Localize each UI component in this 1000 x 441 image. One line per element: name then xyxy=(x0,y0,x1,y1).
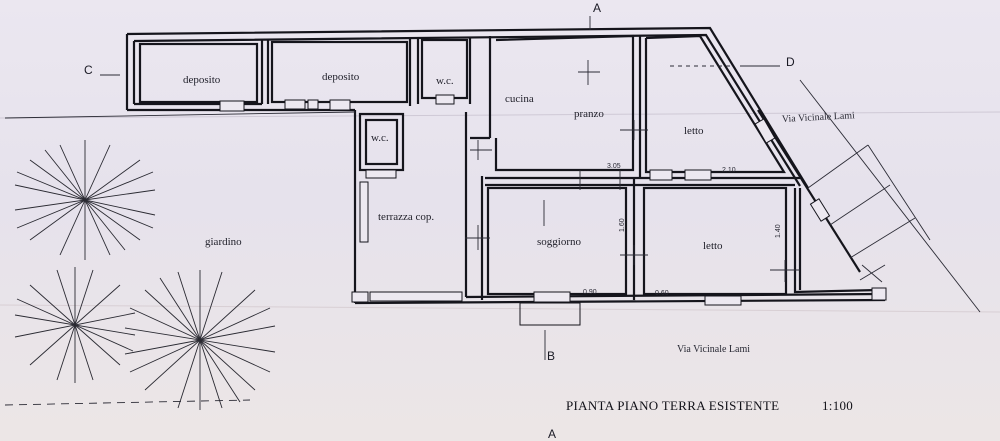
dimension-label: 0.90 xyxy=(583,289,597,296)
paper-fold-line xyxy=(0,111,1000,119)
room-label-letto-2: letto xyxy=(703,240,723,252)
building-walls xyxy=(125,26,981,313)
dimension-label: 3.05 xyxy=(607,163,621,170)
section-marker-c: C xyxy=(84,63,93,77)
room-label-soggiorno: soggiorno xyxy=(537,236,582,248)
dimension-label: 1.40 xyxy=(775,224,782,238)
dimension-label: 1.60 xyxy=(619,218,626,232)
room-label-wc-2: w.c. xyxy=(371,132,389,144)
room-label-letto-1: letto xyxy=(684,125,704,137)
drawing-title: PIANTA PIANO TERRA ESISTENTE xyxy=(566,398,779,413)
garden-boundary xyxy=(4,399,251,406)
room-label-deposito-1: deposito xyxy=(183,74,221,86)
street-label-right: Via Vicinale Lami xyxy=(782,110,856,125)
section-marker-a-top: A xyxy=(593,1,601,15)
street-label-bottom: Via Vicinale Lami xyxy=(677,344,750,355)
room-label-pranzo: pranzo xyxy=(574,108,604,120)
garden-boundary xyxy=(4,111,356,119)
tree-icon xyxy=(124,270,276,410)
room-label-cucina: cucina xyxy=(505,93,534,105)
section-marker-b: B xyxy=(547,349,555,363)
paper-fold-line xyxy=(0,304,1000,313)
parking-stalls xyxy=(807,144,931,259)
room-label-deposito-2: deposito xyxy=(322,71,360,83)
tree-icon xyxy=(14,267,136,383)
dimension-label: 2.10 xyxy=(722,167,736,174)
tree-icon xyxy=(14,140,156,260)
room-label-wc-1: w.c. xyxy=(436,75,454,87)
openings xyxy=(219,94,887,326)
room-label-terrazza: terrazza cop. xyxy=(378,211,434,223)
drawing-scale: 1:100 xyxy=(822,398,853,413)
construction-ticks xyxy=(100,16,886,360)
section-marker-d: D xyxy=(786,55,795,69)
room-label-giardino: giardino xyxy=(205,236,242,248)
section-marker-a-bottom: A xyxy=(548,427,556,441)
dimension-label: 0.60 xyxy=(655,290,669,297)
